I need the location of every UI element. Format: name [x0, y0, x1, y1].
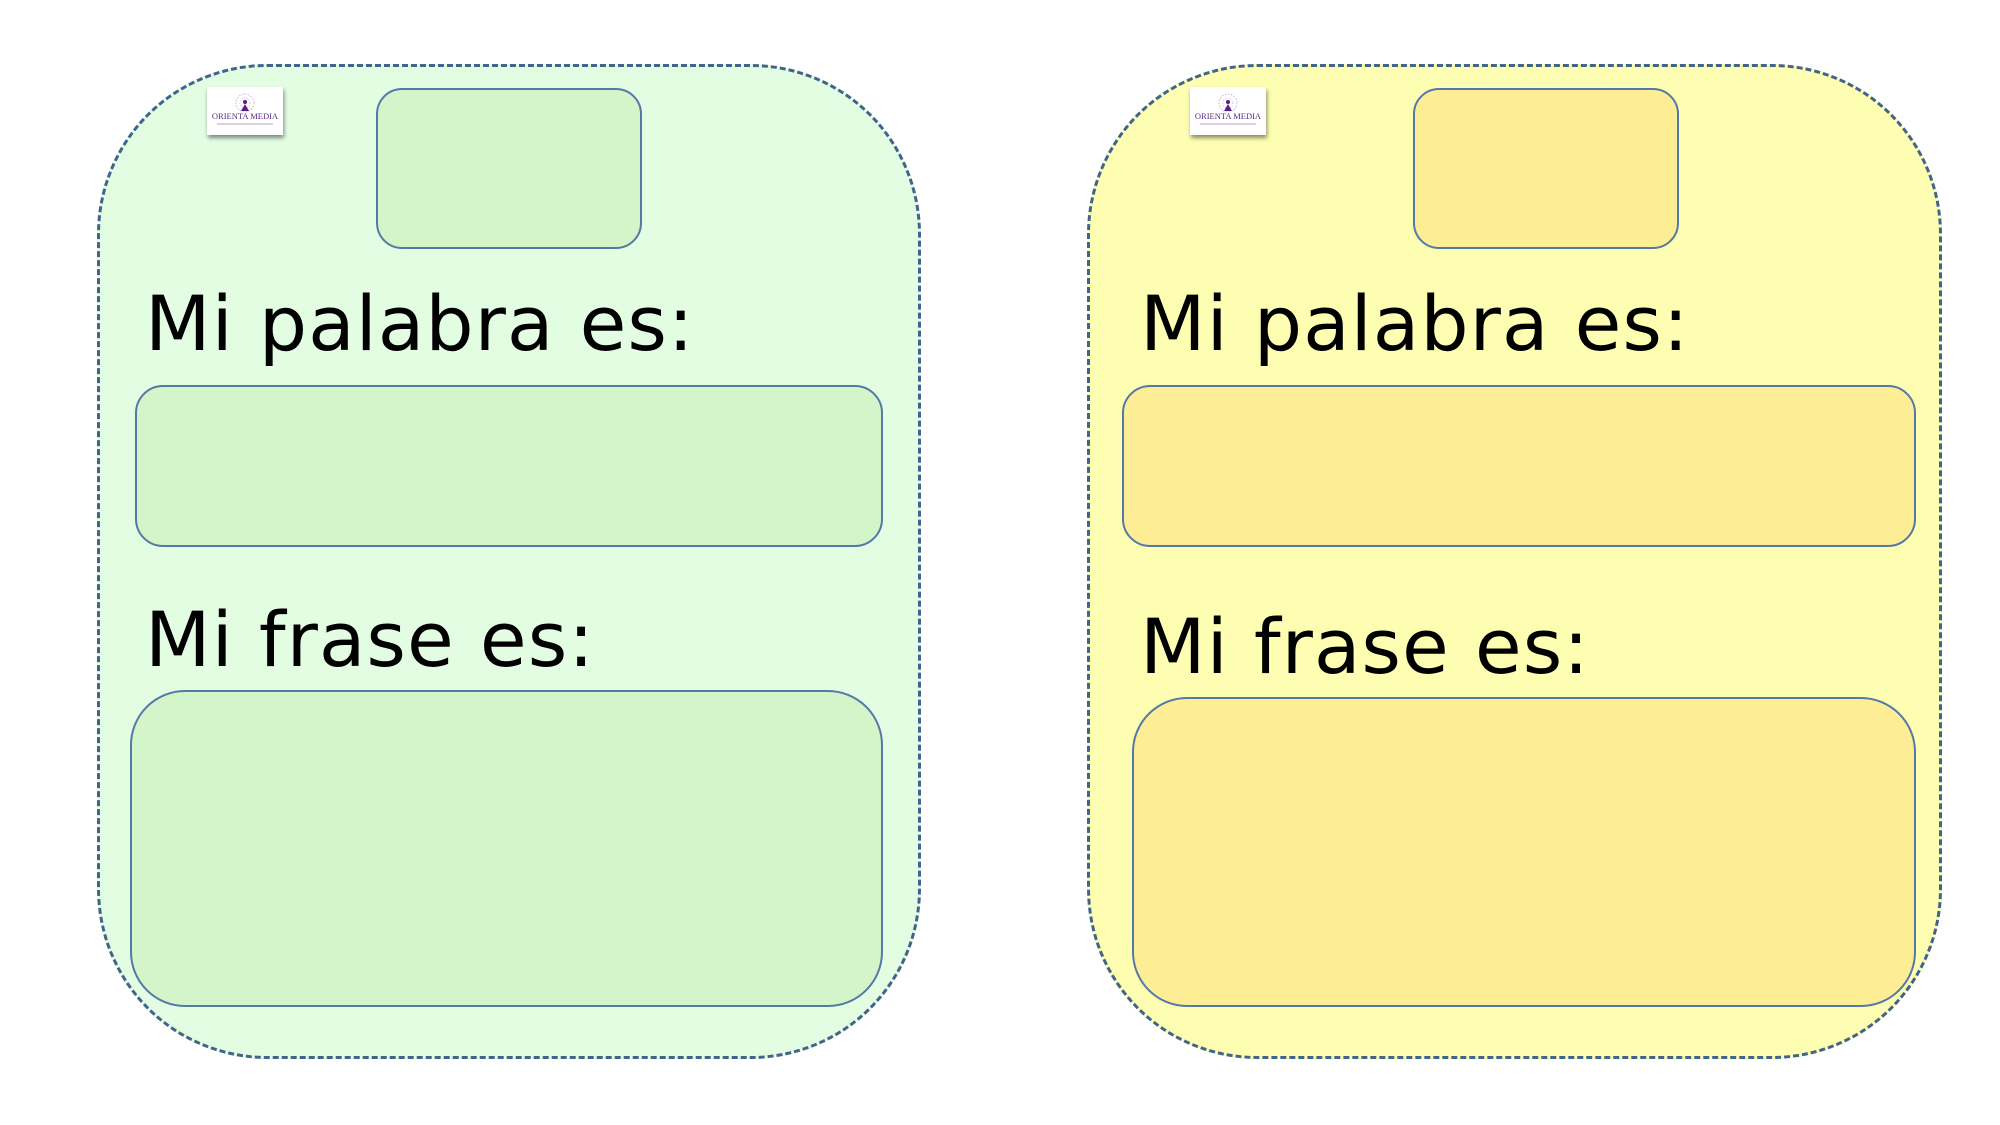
orientamedia-logo: ORIENTA MEDIA	[1190, 87, 1266, 135]
picture-box[interactable]	[1413, 88, 1679, 249]
orientamedia-logo: ORIENTA MEDIA	[207, 87, 283, 135]
logo-icon: ORIENTA MEDIA	[212, 93, 279, 125]
card-green: ORIENTA MEDIA Mi palabra es: Mi frase es…	[97, 64, 921, 1059]
logo-text: ORIENTA MEDIA	[1195, 111, 1262, 121]
word-label: Mi palabra es:	[1140, 279, 1690, 368]
logo-icon: ORIENTA MEDIA	[1195, 93, 1262, 125]
word-label: Mi palabra es:	[145, 279, 695, 368]
picture-box[interactable]	[376, 88, 642, 249]
word-input-box[interactable]	[1122, 385, 1916, 547]
logo-text: ORIENTA MEDIA	[212, 111, 279, 121]
sentence-label: Mi frase es:	[1140, 602, 1590, 691]
sentence-input-box[interactable]	[1132, 697, 1916, 1007]
sentence-input-box[interactable]	[130, 690, 883, 1007]
word-input-box[interactable]	[135, 385, 883, 547]
sentence-label: Mi frase es:	[145, 595, 595, 684]
card-yellow: ORIENTA MEDIA Mi palabra es: Mi frase es…	[1087, 64, 1942, 1059]
